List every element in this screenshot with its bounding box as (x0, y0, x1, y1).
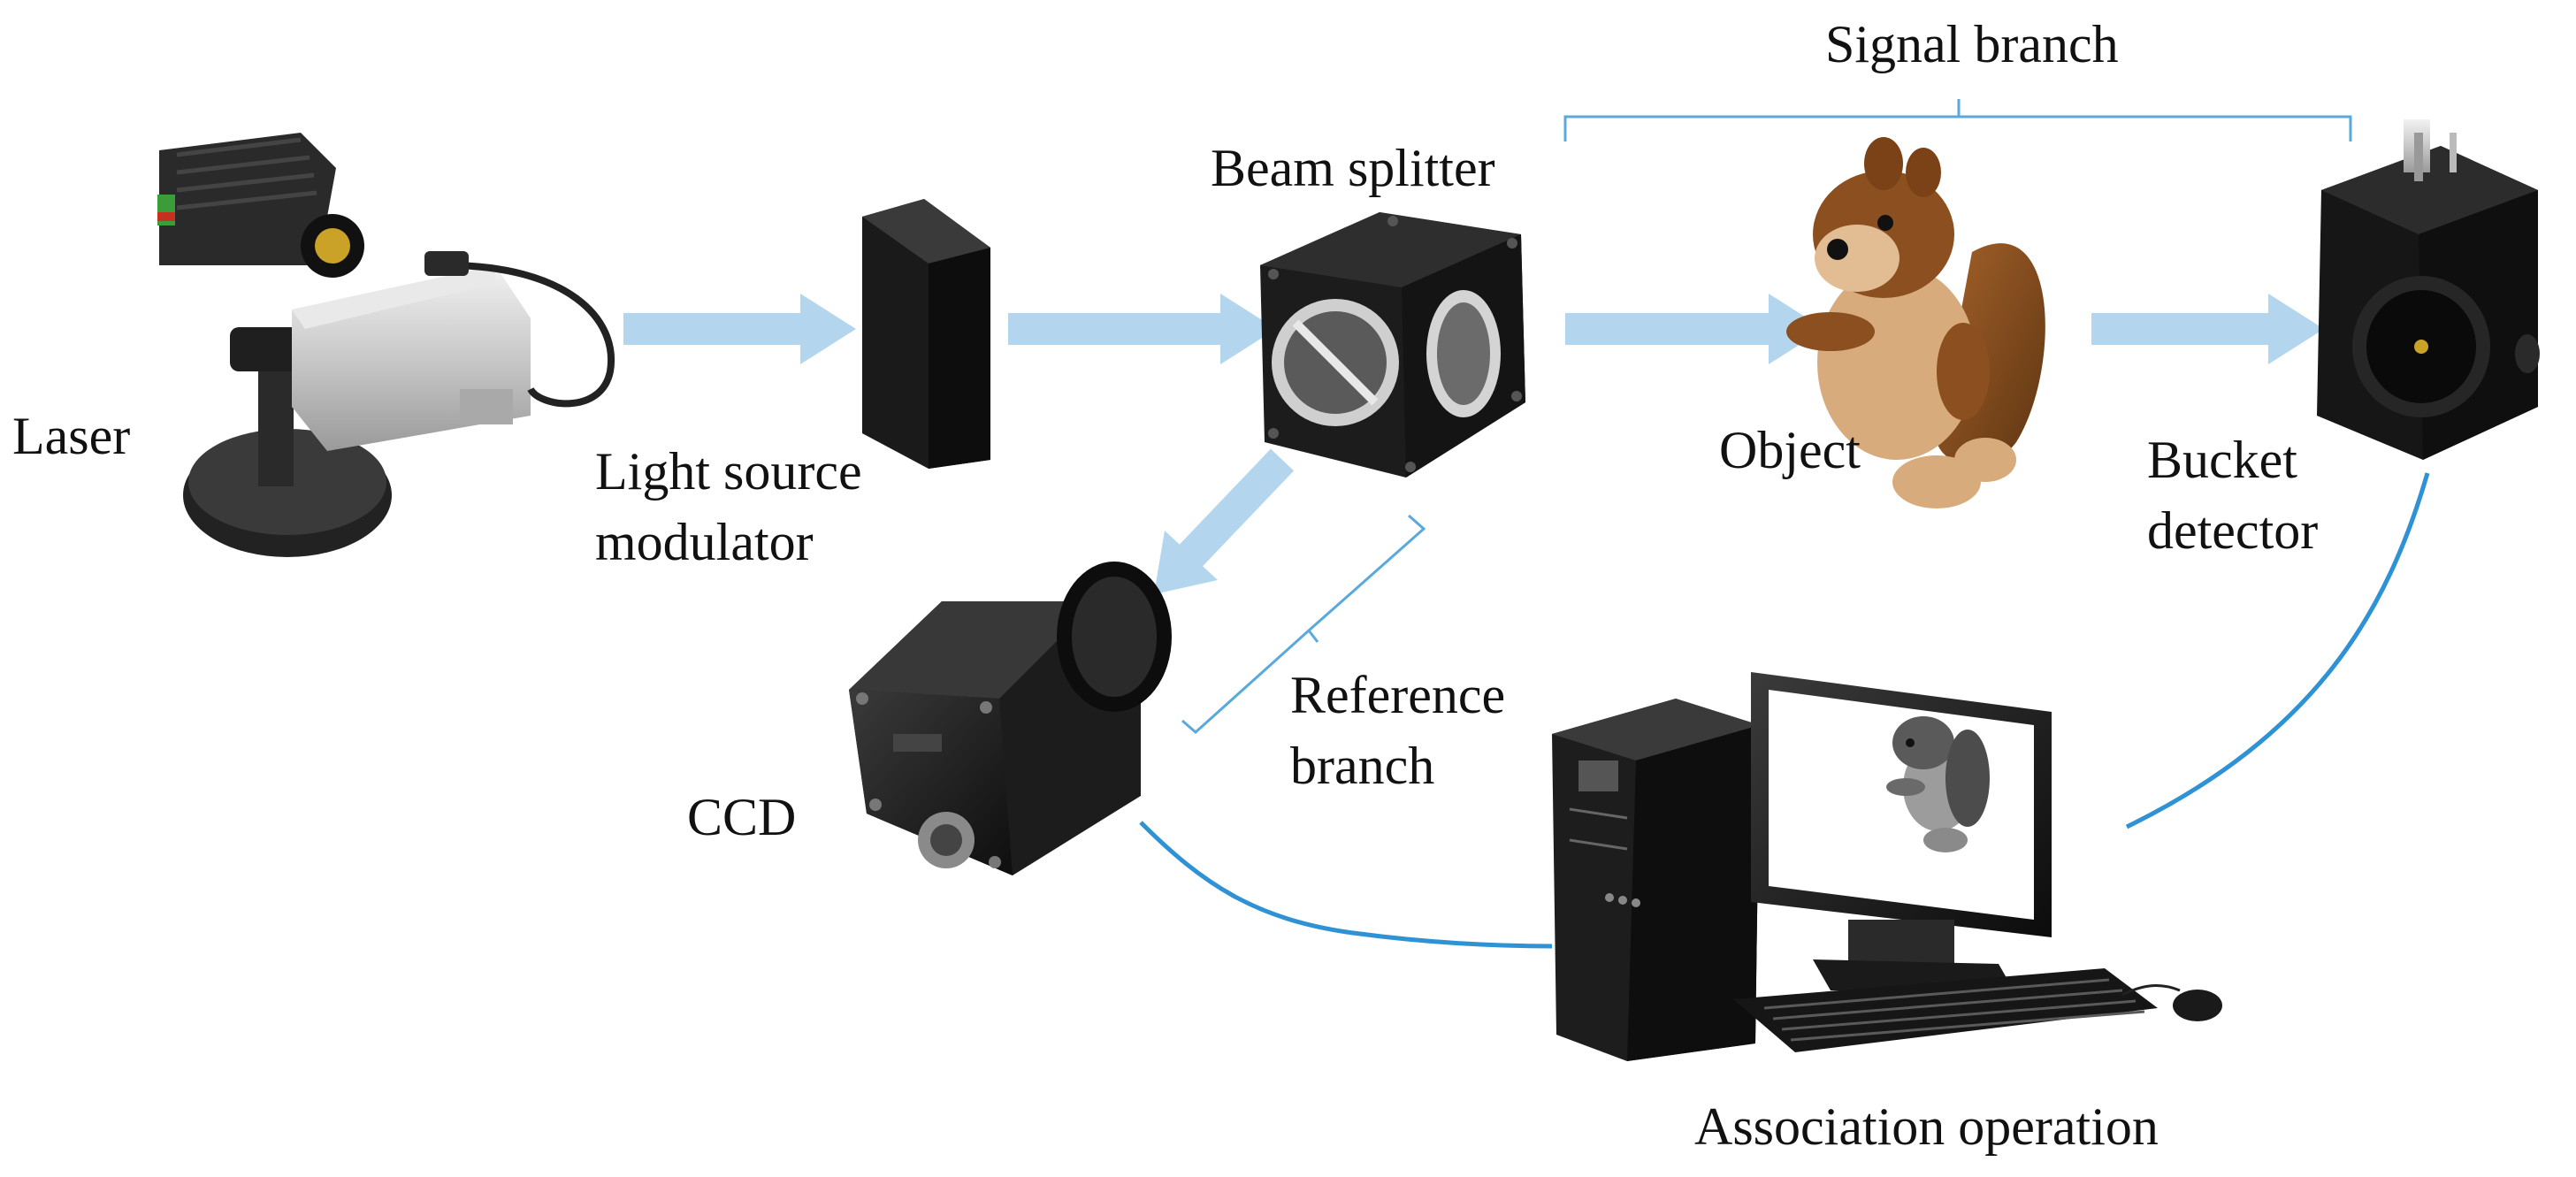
computer-icon (1552, 672, 2222, 1061)
modulator-label-line1: Light source (595, 442, 862, 501)
laser-label: Laser (12, 407, 130, 465)
reference-branch-label-line2: branch (1290, 737, 1434, 795)
beam-arrow-modulator-to-splitter (1008, 294, 1276, 364)
detector-cable (2125, 472, 2430, 829)
beam-arrow-splitter-to-object (1565, 294, 1824, 364)
modulator-icon (862, 199, 990, 469)
reference-branch-bracket (1181, 514, 1426, 735)
beam-arrow-object-to-detector (2091, 294, 2324, 364)
bucket-detector-icon (2317, 119, 2540, 460)
object-label: Object (1719, 421, 1861, 479)
beam-arrow-splitter-to-ccd (1154, 448, 1295, 594)
ccd-camera-icon (849, 562, 1172, 875)
ccd-label: CCD (687, 788, 796, 846)
signal-branch-label: Signal branch (1825, 15, 2119, 73)
bucket-detector-label-line1: Bucket (2147, 431, 2297, 489)
signal-branch-bracket (1563, 99, 2352, 141)
association-operation-label: Association operation (1694, 1097, 2159, 1156)
object-toy-icon (1786, 137, 2045, 508)
ccd-cable (1139, 821, 1553, 949)
laser-icon (157, 133, 615, 557)
bucket-detector-label-line2: detector (2147, 501, 2318, 560)
beam-splitter-label: Beam splitter (1211, 139, 1495, 197)
reference-branch-label-line1: Reference (1290, 666, 1505, 724)
beam-splitter-icon (1260, 212, 1525, 478)
beam-arrow-laser-to-modulator (623, 294, 856, 364)
modulator-label-line2: modulator (595, 513, 814, 571)
